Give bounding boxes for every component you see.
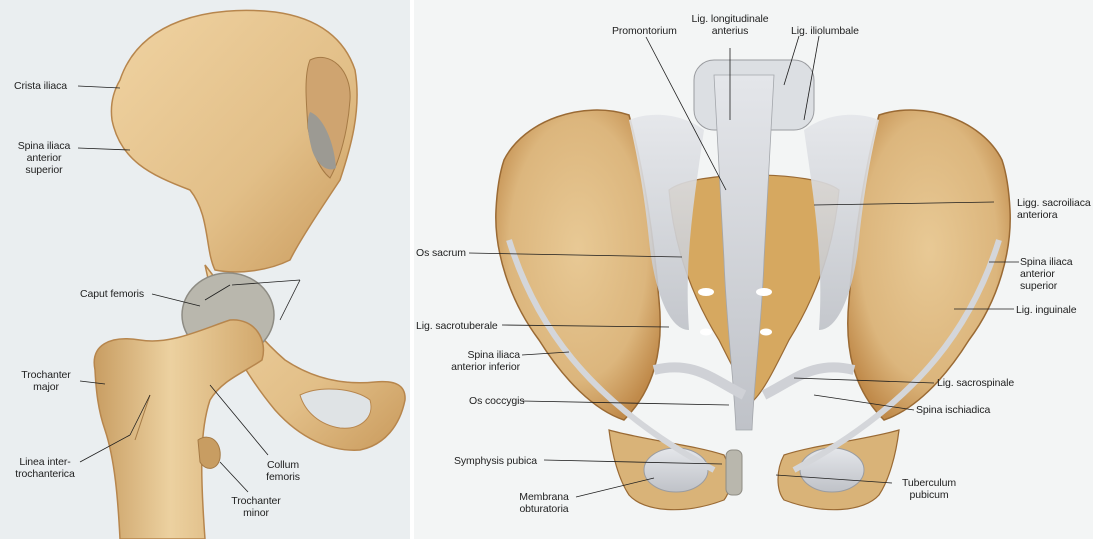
label-spina-iliaca-anterior-superior: Spina iliaca anterior superior [12, 140, 76, 176]
label-symphysis-pubica: Symphysis pubica [454, 455, 537, 467]
label-caput-femoris: Caput femoris [80, 288, 144, 300]
label-trochanter-minor: Trochanter minor [228, 495, 284, 519]
sacral-foramen [700, 329, 712, 336]
left-obturator-membrane [644, 448, 708, 492]
label-promontorium: Promontorium [612, 25, 677, 37]
label-ligg-sacroiliaca-anteriora: Ligg. sacroiliaca anteriora [1017, 197, 1091, 221]
label-lig-inguinale: Lig. inguinale [1016, 304, 1076, 316]
label-spina-ischiadica: Spina ischiadica [916, 404, 990, 416]
label-lig-sacrospinale: Lig. sacrospinale [937, 377, 1014, 389]
label-lig-sacrotuberale: Lig. sacrotuberale [416, 320, 498, 332]
sacral-foramen [760, 329, 772, 336]
sacral-foramen [756, 288, 772, 296]
trochanter-minor-shape [198, 437, 220, 468]
right-iliac-wing [848, 110, 1010, 420]
label-crista-iliaca: Crista iliaca [14, 80, 67, 92]
label-os-sacrum: Os sacrum [416, 247, 466, 259]
label-collum-femoris: Collum femoris [258, 459, 308, 483]
label-tuberculum-pubicum: Tuberculum pubicum [894, 477, 964, 501]
pubic-symphysis [726, 450, 742, 495]
right-obturator-membrane [800, 448, 864, 492]
label-spina-iliaca-anterior-superior-right: Spina iliaca anterior superior [1020, 256, 1093, 292]
label-linea-intertrochanterica: Linea inter- trochanterica [10, 456, 80, 480]
sacral-foramen [698, 288, 714, 296]
label-lig-iliolumbale: Lig. iliolumbale [791, 25, 859, 37]
label-trochanter-major: Trochanter major [16, 369, 76, 393]
label-membrana-obturatoria: Membrana obturatoria [512, 491, 576, 515]
label-spina-iliaca-anterior-inferior: Spina iliaca anterior inferior [434, 349, 520, 373]
hip-femur-illustration-panel: Crista iliaca Spina iliaca anterior supe… [0, 0, 410, 539]
pelvis-ligaments-illustration-panel: Promontorium Lig. longitudinale anterius… [414, 0, 1093, 539]
label-os-coccygis: Os coccygis [469, 395, 525, 407]
label-lig-longitudinale-anterius: Lig. longitudinale anterius [682, 13, 778, 37]
